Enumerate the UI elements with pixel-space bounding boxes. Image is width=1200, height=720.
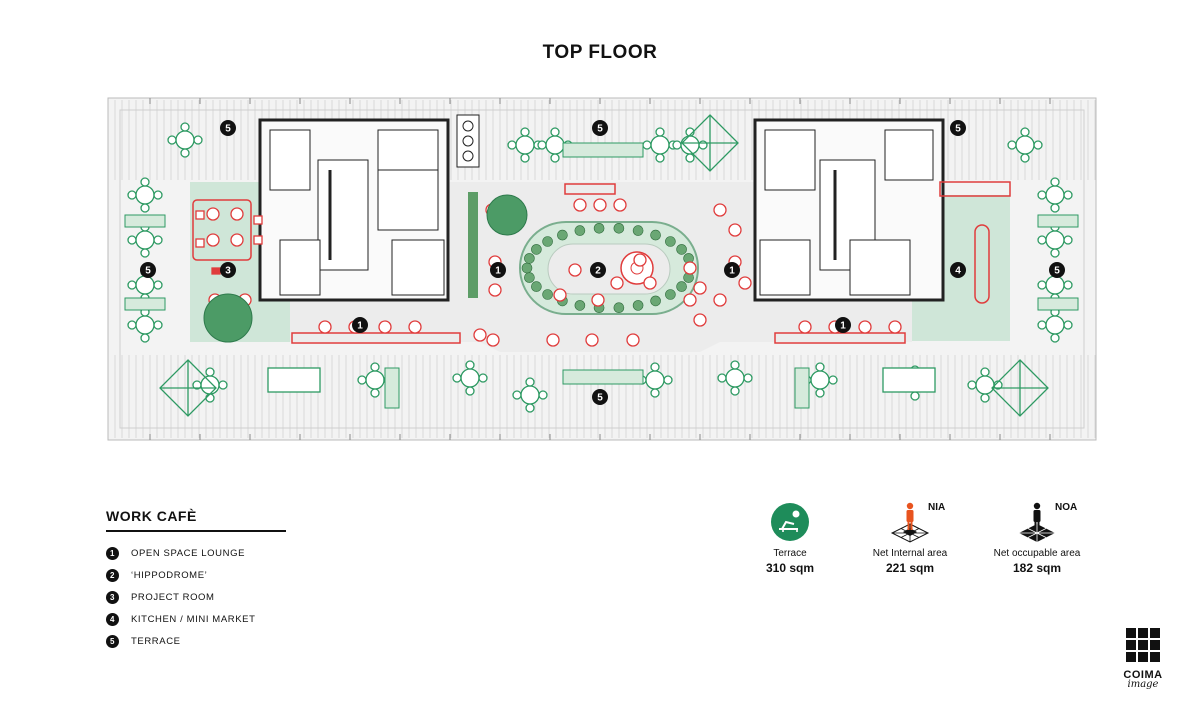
logo-word: COIMA: [1123, 669, 1163, 681]
zone-marker-label: 5: [145, 266, 151, 277]
legend-number: 2: [106, 568, 119, 582]
area-terrace: Terrace 310 sqm: [725, 500, 855, 575]
zone-marker-m5-mr: 5: [1049, 262, 1065, 278]
zone-marker-m5-tr: 5: [950, 120, 966, 136]
area-value: 310 sqm: [765, 561, 815, 575]
legend-number: 3: [106, 590, 119, 604]
floor-plan: 5 5 5 5 5 5 3 1 1 1 1 2 4: [107, 97, 1097, 441]
legend-number: 1: [106, 546, 119, 560]
area-tag: NIA: [928, 502, 946, 513]
legend-heading: WORK CAFÈ: [106, 508, 286, 532]
legend-number: 5: [106, 634, 119, 648]
grid-logo-icon: [1126, 628, 1160, 662]
zone-marker-label: 3: [225, 266, 231, 277]
area-nia: NIA Net Internal area 221 sqm: [845, 500, 975, 575]
zone-marker-label: 1: [357, 321, 363, 332]
zone-marker-m2: 2: [590, 262, 606, 278]
legend-item: 1 OPEN SPACE LOUNGE: [106, 542, 286, 564]
legend-item: 3 PROJECT ROOM: [106, 586, 286, 608]
zone-marker-m5-ml: 5: [140, 262, 156, 278]
area-value: 221 sqm: [885, 561, 935, 575]
area-label: Net Internal area: [872, 548, 948, 559]
legend-item: 2 ‘HIPPODROME’: [106, 564, 286, 586]
page-title: TOP FLOOR: [542, 42, 658, 63]
area-label: Net occupable area: [993, 548, 1081, 559]
legend-list: 1 OPEN SPACE LOUNGE 2 ‘HIPPODROME’ 3 PRO…: [106, 542, 286, 652]
legend-label: KITCHEN / MINI MARKET: [131, 613, 256, 625]
legend: WORK CAFÈ 1 OPEN SPACE LOUNGE 2 ‘HIPPODR…: [106, 508, 286, 652]
coima-logo: COIMA image: [1118, 628, 1168, 690]
legend-item: 5 TERRACE: [106, 630, 286, 652]
zone-marker-m1-b: 1: [490, 262, 506, 278]
zone-marker-m5-bc: 5: [592, 389, 608, 405]
zone-marker-label: 5: [597, 124, 603, 135]
zone-marker-m3: 3: [220, 262, 236, 278]
zone-marker-m1-d: 1: [835, 317, 851, 333]
area-tag: NOA: [1055, 502, 1078, 513]
legend-label: TERRACE: [131, 635, 181, 647]
zone-marker-label: 1: [495, 266, 501, 277]
zone-marker-label: 1: [729, 266, 735, 277]
legend-label: PROJECT ROOM: [131, 591, 215, 603]
zone-marker-label: 5: [225, 124, 231, 135]
area-noa: NOA Net occupable area 182 sqm: [972, 500, 1102, 575]
zone-marker-label: 1: [840, 321, 846, 332]
sunbed-icon: [771, 503, 809, 541]
area-label: Terrace: [773, 548, 807, 559]
zone-marker-label: 5: [955, 124, 961, 135]
person-grid-icon: [1019, 502, 1055, 542]
zone-marker-label: 5: [1054, 266, 1060, 277]
zone-marker-m4: 4: [950, 262, 966, 278]
zone-marker-m1-a: 1: [352, 317, 368, 333]
zone-marker-m1-c: 1: [724, 262, 740, 278]
zone-marker-m5-tl: 5: [220, 120, 236, 136]
zone-marker-m5-tc: 5: [592, 120, 608, 136]
person-grid-icon: [890, 502, 930, 543]
area-value: 182 sqm: [1012, 561, 1062, 575]
legend-number: 4: [106, 612, 119, 626]
legend-label: OPEN SPACE LOUNGE: [131, 547, 246, 559]
legend-item: 4 KITCHEN / MINI MARKET: [106, 608, 286, 630]
zone-marker-label: 2: [595, 266, 601, 277]
zone-marker-label: 4: [955, 266, 961, 277]
legend-label: ‘HIPPODROME’: [131, 569, 208, 581]
zone-marker-label: 5: [597, 393, 603, 404]
logo-sub: image: [1127, 679, 1159, 690]
